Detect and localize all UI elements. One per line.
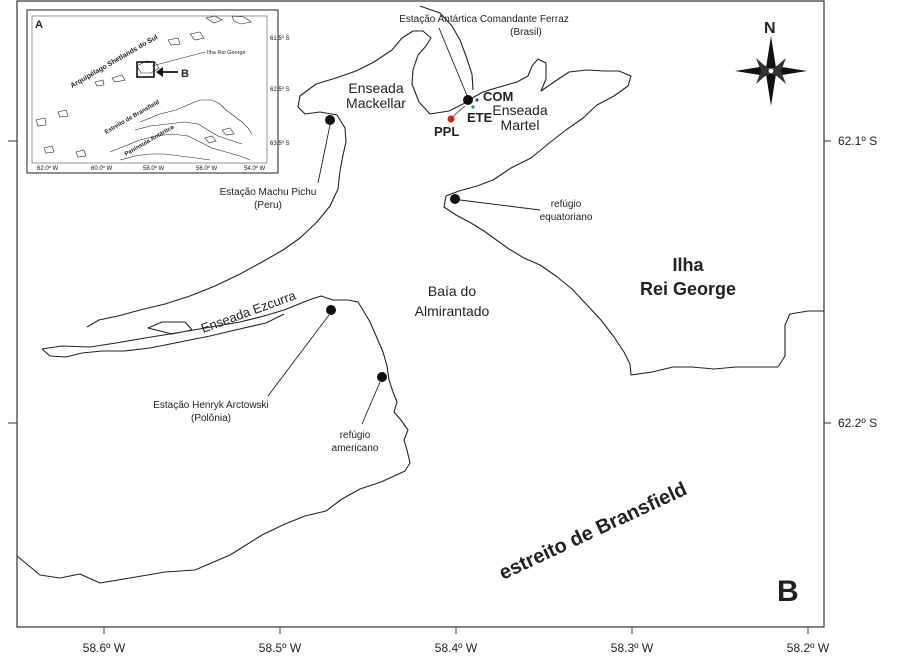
site-ppl-label: PPL [434,124,459,139]
ferraz-country-label: (Brasil) [510,27,542,38]
martel-label-2: Martel [501,117,540,133]
lat-tick-label: 62.1º S [838,134,877,148]
machu-leader [317,124,331,184]
lon-tick-label: 58.5º W [259,641,302,655]
machu-country-label: (Peru) [254,200,282,211]
site-com-marker [475,98,479,102]
inset-lon-tick: 60.0º W [91,165,113,172]
machu-station-label: Estação Machu Pichu [220,187,317,198]
refugio-americano-marker [377,372,387,382]
lon-tick-label: 58.2º W [787,641,830,655]
ferraz-leader [438,27,469,99]
north-label: N [764,20,776,37]
compass-rose-icon: N [735,20,807,106]
lon-tick-label: 58.3º W [611,641,654,655]
site-ete-marker [471,105,475,109]
lon-tick-label: 58.4º W [435,641,478,655]
inset-island-leader [151,51,206,67]
martel-label-1: Enseada [492,102,547,118]
refugio-americano-label-1: refúgio [340,430,371,441]
site-ete-label: ETE [467,110,493,125]
lon-tick-label: 58.6º W [83,641,126,655]
inset-lon-tick: 58.0º W [143,165,165,172]
inset-lat-tick: 61.5º S [270,35,290,42]
inset-lat-tick: 62.5º S [270,86,290,93]
refugio-americano-leader [361,381,381,425]
refugio-equatoriano-marker [450,194,460,204]
mackellar-label-2: Mackellar [346,95,406,111]
inset-panel-label: A [35,19,43,31]
inset-frame [26,9,279,174]
refugio-americano-label-2: americano [332,443,379,454]
arctowski-station-label: Estação Henryk Arctowski [153,400,269,411]
refugio-equatoriano-leader [459,199,541,211]
site-ppl-leader [450,105,466,119]
inset-island-label: Ilha Rei George [207,50,246,56]
inset-lon-tick: 56.0º W [196,165,218,172]
inset-lon-tick: 62.0º W [37,165,59,172]
panel-label: B [777,575,799,608]
inset-islands [35,15,253,161]
inset-map: A 62.0º W 60.0º W 58.0º W 56.0º W 54.0º … [26,9,290,174]
inset-lon-tick: 54.0º W [244,165,266,172]
site-ppl-marker [447,115,455,123]
arctowski-leader [267,314,330,397]
machu-station-marker [325,115,335,125]
arctowski-country-label: (Polônia) [191,413,231,424]
refugio-equatoriano-label-1: refúgio [551,199,582,210]
inset-b-marker: B [181,68,189,80]
admiralty-bay-label-1: Baía do [428,283,476,299]
ferraz-station-marker [463,95,473,105]
inset-study-area-box [136,61,155,78]
ferraz-station-label: Estação Antártica Comandante Ferraz [399,14,569,25]
site-com-label: COM [483,89,513,104]
island-label-2: Rei George [640,279,736,299]
inset-lat-tick: 63.5º S [270,140,290,147]
arctowski-station-marker [326,305,336,315]
coastline [16,5,824,584]
mackellar-label-1: Enseada [348,80,403,96]
axis-ticks [8,140,831,634]
lat-tick-label: 62.2º S [838,416,877,430]
island-label-1: Ilha [672,255,704,275]
inset-arrowhead-icon [156,67,163,77]
admiralty-bay-label-2: Almirantado [415,303,490,319]
refugio-equatoriano-label-2: equatoriano [540,212,593,223]
inset-plot-area [31,15,268,164]
